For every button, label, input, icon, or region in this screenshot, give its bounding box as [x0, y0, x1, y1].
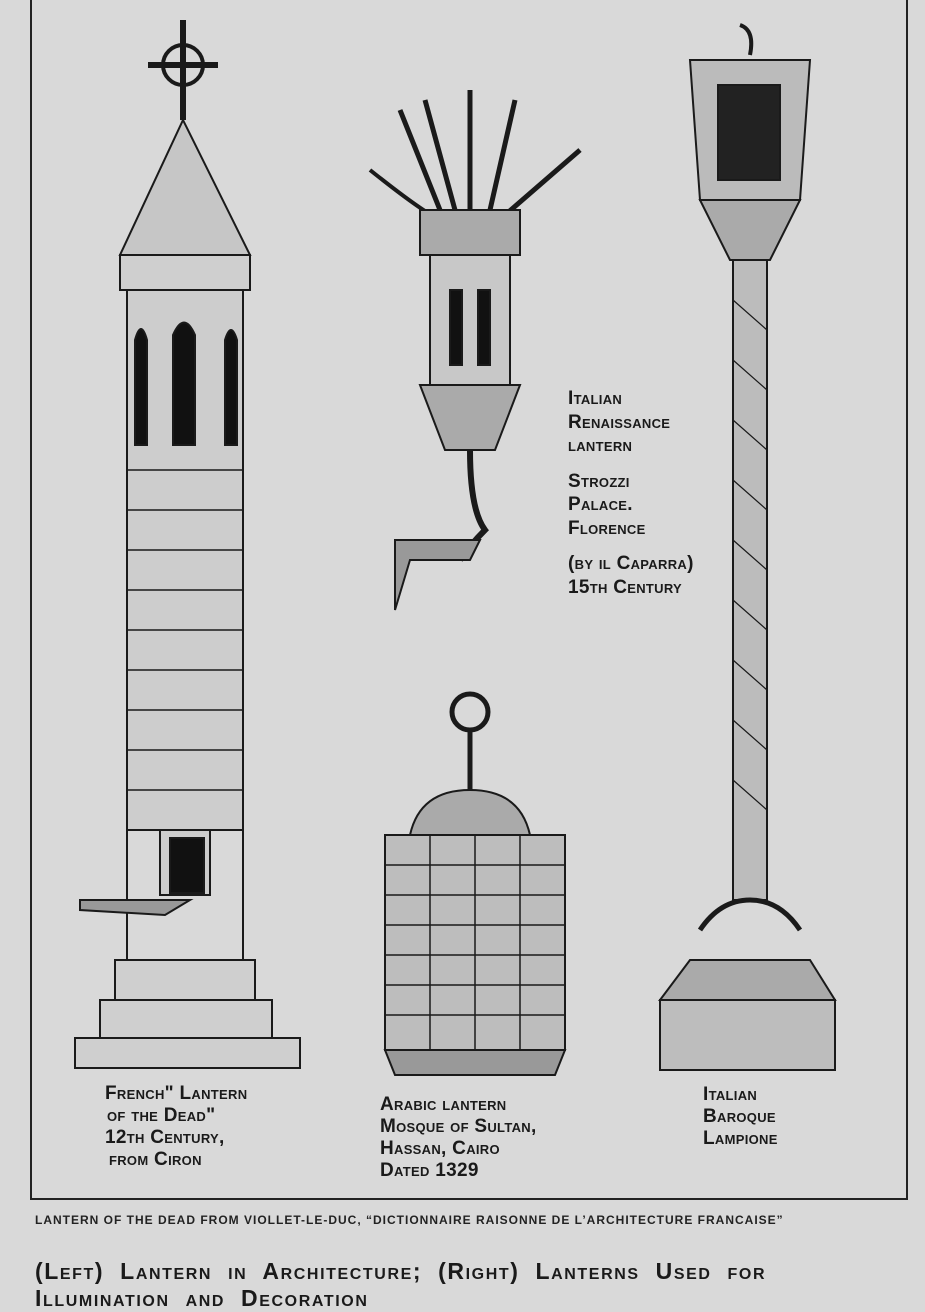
caption-line: Florence	[568, 517, 646, 539]
caption-line: 15th Century	[568, 576, 683, 598]
caption-line: Renaissance	[568, 411, 671, 433]
caption-line: Italian	[703, 1084, 758, 1105]
caption-line: French" Lantern	[105, 1083, 248, 1104]
caption-line: 12th Century,	[105, 1127, 225, 1148]
lantern-illustrations	[74, 20, 837, 1076]
caption-line: Dated 1329	[380, 1160, 479, 1181]
caption-line: Lampione	[703, 1128, 778, 1149]
caption-baroque-lampione: Italian Baroque Lampione	[703, 1084, 778, 1150]
figure-title: (Left) Lantern in Architecture; (Right) …	[35, 1258, 767, 1311]
arabic-lantern-drawing	[383, 691, 567, 1076]
caption-line: Palace.	[568, 494, 633, 515]
caption-line: Hassan, Cairo	[380, 1138, 500, 1159]
caption-arabic-lantern: Arabic lantern Mosque of Sultan, Hassan,…	[380, 1094, 537, 1182]
caption-line: Arabic lantern	[380, 1094, 507, 1115]
caption-line: Baroque	[703, 1106, 776, 1127]
caption-line: from Ciron	[109, 1149, 202, 1170]
caption-line: Mosque of Sultan,	[380, 1116, 537, 1137]
baroque-lampione-drawing	[658, 23, 837, 1071]
figure-frame	[30, 0, 908, 1200]
caption-line: Strozzi	[568, 470, 630, 492]
caption-renaissance-lantern: Italian Renaissance lantern Strozzi Pala…	[568, 387, 694, 599]
french-lantern-tower-drawing	[74, 20, 301, 1069]
caption-line: (by il Caparra)	[568, 553, 694, 574]
renaissance-lantern-drawing	[368, 90, 582, 611]
caption-line: Italian	[568, 388, 623, 409]
caption-french-lantern: French" Lantern of the Dead" 12th Centur…	[105, 1083, 247, 1171]
figure-credit: LANTERN OF THE DEAD FROM VIOLLET-LE-DUC,…	[35, 1213, 784, 1227]
caption-line: of the Dead"	[107, 1105, 216, 1126]
caption-line: lantern	[568, 435, 633, 456]
